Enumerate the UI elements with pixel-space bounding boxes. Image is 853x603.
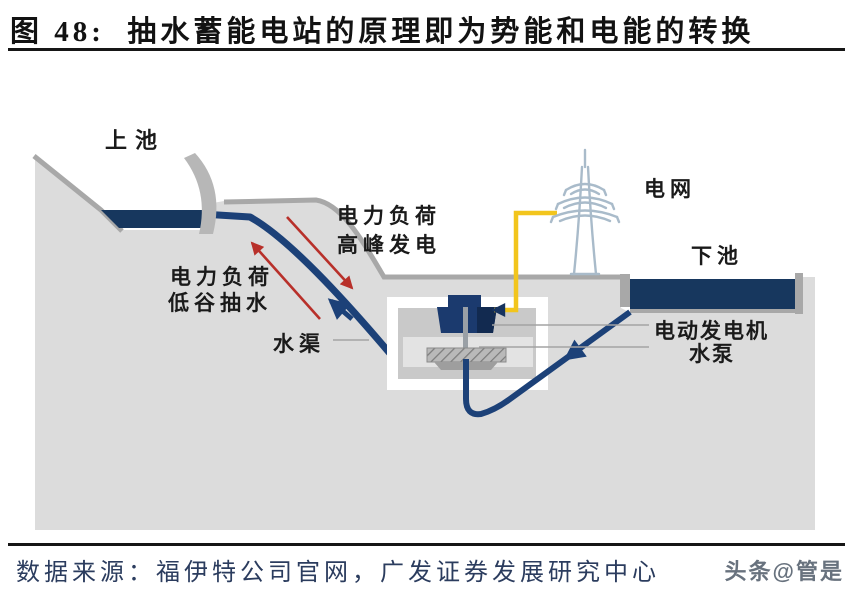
turbine-shaft [463, 307, 468, 349]
grid-label: 电网 [644, 177, 696, 201]
dam-wall [184, 153, 217, 234]
grid-cable [491, 210, 557, 317]
figure-title: 图 48: 抽水蓄能电站的原理即为势能和电能的转换 [10, 16, 755, 48]
generation-label-line2: 高峰发电 [337, 233, 441, 257]
source-row: 数据来源：福伊特公司官网，广发证券发展研究中心 头条@管是 [16, 552, 844, 587]
bottom-rule [8, 543, 845, 546]
upper-reservoir-water [101, 210, 207, 228]
penstock-flow-arrow [327, 298, 354, 321]
generation-arrow [286, 216, 354, 290]
drafttube-flow-arrow [563, 339, 591, 361]
data-source-text: 数据来源：福伊特公司官网，广发证券发展研究中心 [16, 560, 660, 586]
lower-reservoir-right-wall [795, 273, 803, 314]
mid-slope-border [223, 197, 627, 280]
transmission-tower-icon [549, 148, 621, 276]
pumping-label-line1: 电力负荷 [170, 265, 274, 289]
pumping-arrow [250, 241, 321, 320]
upper-pool-label: 上池 [105, 128, 165, 153]
leader-lines [333, 324, 649, 348]
motor-generator-label-line1: 电动发电机 [654, 319, 769, 343]
pumping-label-line2: 低谷抽水 [167, 291, 272, 315]
top-rule [8, 48, 845, 51]
draft-tube-pipe [463, 309, 632, 418]
motor-generator-label-line2: 水泵 [689, 342, 735, 366]
channel-label: 水渠 [273, 332, 325, 356]
watermark-text: 头条@管是 [724, 558, 844, 584]
penstock-pipe [201, 210, 527, 361]
lower-pool-label: 下池 [691, 244, 743, 268]
generator-cap [448, 295, 481, 307]
generation-label-line1: 电力负荷 [337, 204, 441, 228]
lower-reservoir-left-wall [620, 274, 630, 307]
lower-reservoir-water [630, 279, 795, 309]
